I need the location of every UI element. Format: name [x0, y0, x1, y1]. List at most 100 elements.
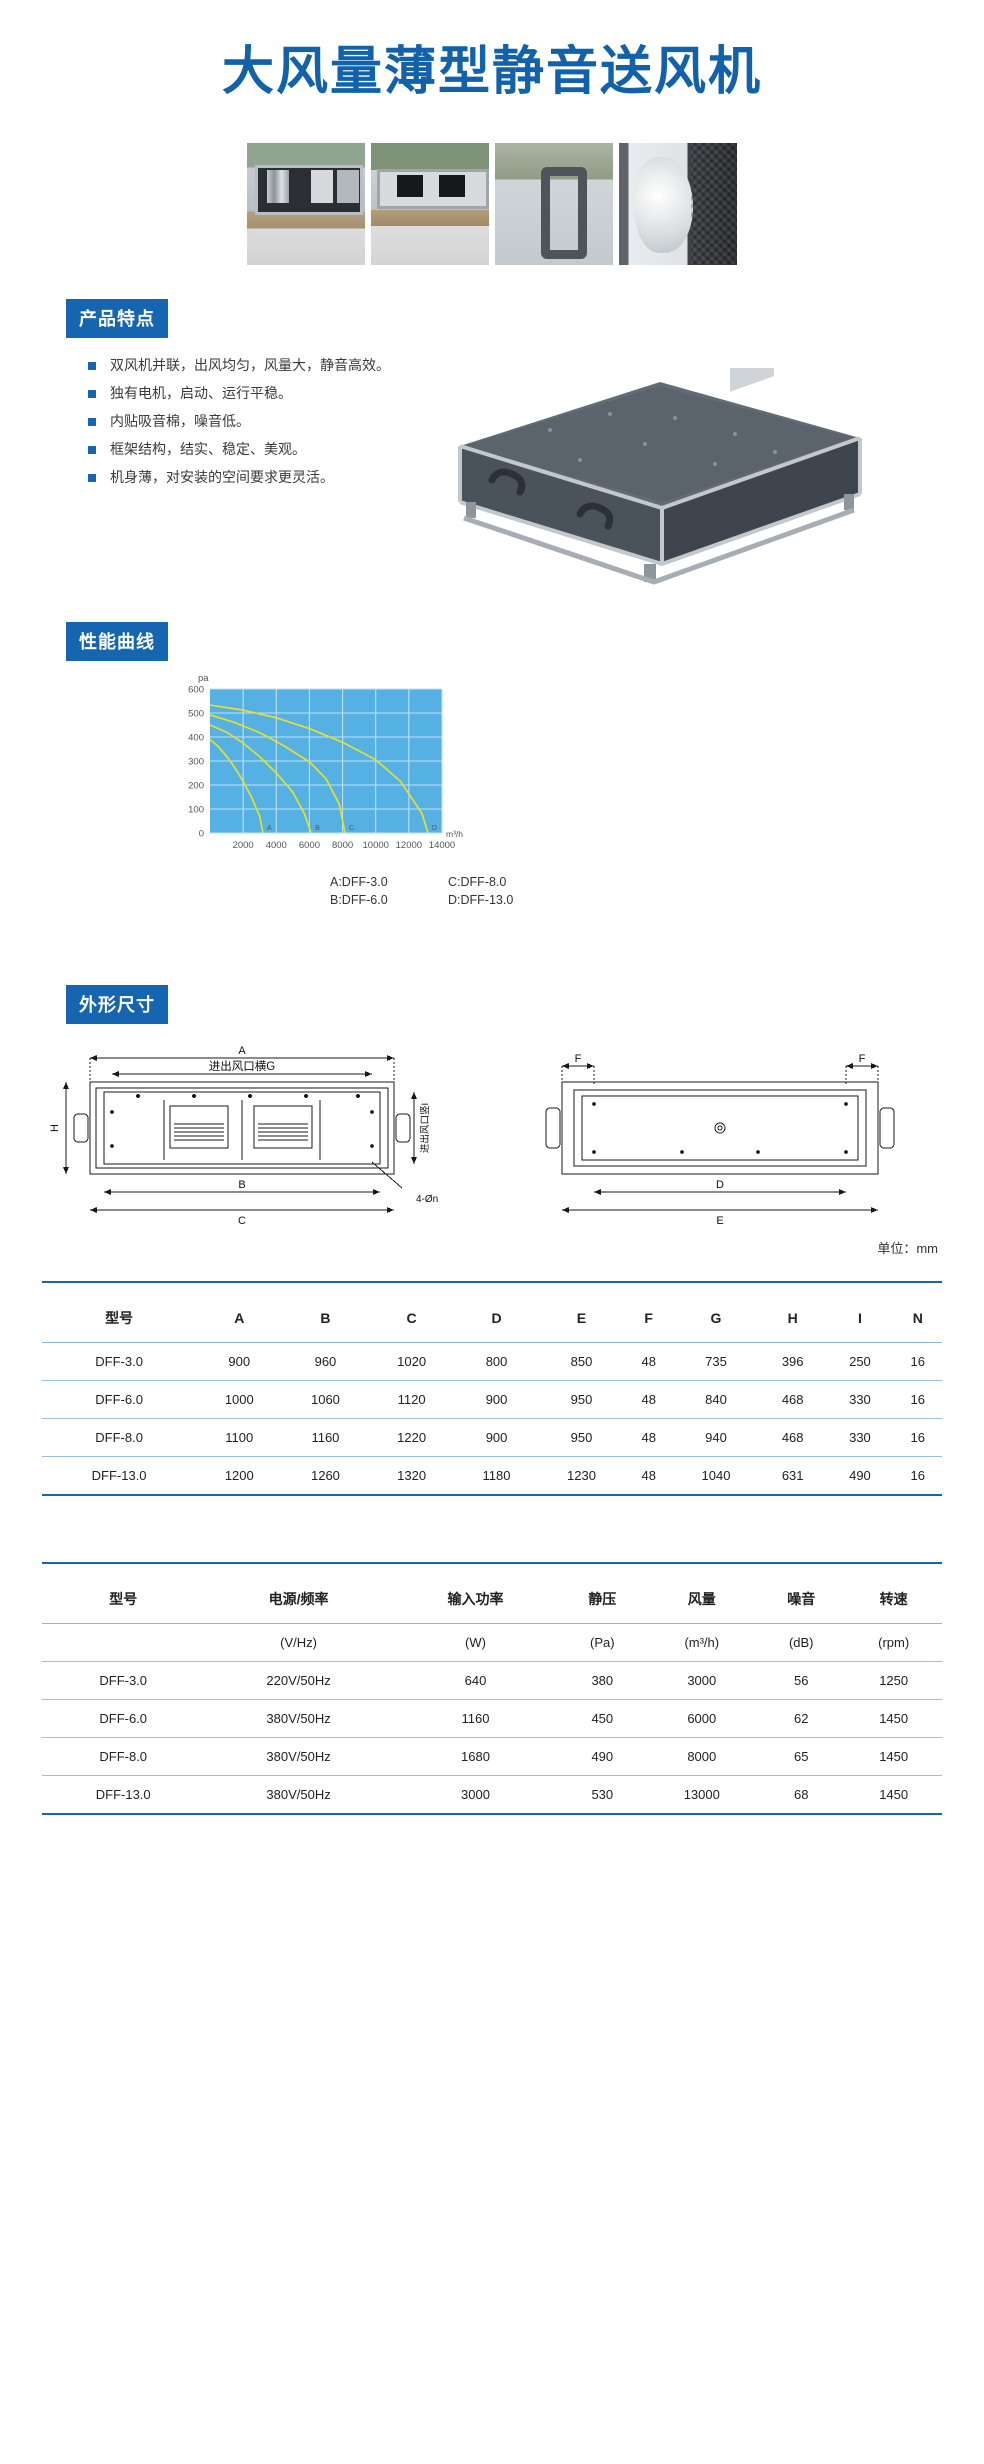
table-cell: 490 [558, 1737, 647, 1776]
table-cell: 960 [282, 1342, 369, 1381]
legend-entry-b: B:DFF-6.0 [330, 892, 388, 907]
dimension-table-header-7: G [672, 1296, 760, 1343]
table-cell: 950 [538, 1418, 625, 1457]
table-cell: 16 [910, 1467, 926, 1483]
table-cell: 16 [893, 1380, 942, 1419]
product-spec-page: 大风量薄型静音送风机 产品特点 双风机并联，出风均匀，风量大，静音高效。 独有电… [0, 43, 984, 1815]
table-cell: 1200 [224, 1467, 254, 1483]
table-cell: 48 [624, 1380, 673, 1419]
chart-legend: A:DFF-3.0 C:DFF-8.0 B:DFF-6.0 D:DFF-13.0 [330, 873, 513, 909]
table-cell: 1450 [845, 1699, 942, 1738]
table-cell: 450 [558, 1699, 647, 1738]
specification-table: 型号电源/频率输入功率静压风量噪音转速 (V/Hz)(W)(Pa)(m³/h)(… [42, 1577, 942, 1813]
table-cell: 380V/50Hz [266, 1786, 331, 1802]
photo-unit-side-open [371, 143, 489, 266]
list-item: 内贴吸音棉，噪音低。 [88, 412, 984, 431]
dimension-table-bottom-rule [42, 1493, 942, 1496]
table-cell: 8000 [646, 1737, 758, 1776]
table-cell: DFF-8.0 [42, 1418, 197, 1457]
chart-curve-c [209, 713, 346, 833]
table-spacer [0, 1496, 984, 1538]
square-bullet-icon [88, 390, 96, 399]
spec-table-head: 型号电源/频率输入功率静压风量噪音转速 [42, 1577, 942, 1624]
spec-table-header-5: 噪音 [757, 1577, 846, 1624]
dim-label-b: B [238, 1179, 245, 1191]
spec-table-bottom-rule [42, 1812, 942, 1815]
table-header-row: 型号电源/频率输入功率静压风量噪音转速 [42, 1577, 942, 1624]
table-cell: 735 [672, 1342, 760, 1381]
table-cell: DFF-13.0 [91, 1467, 147, 1483]
list-item: 框架结构，结实、稳定、美观。 [88, 440, 984, 459]
list-item: 独有电机，启动、运行平稳。 [88, 384, 984, 403]
square-bullet-icon [88, 417, 96, 426]
table-cell: 1060 [282, 1380, 369, 1419]
chart-curve-a [209, 738, 264, 833]
table-cell: 640 [392, 1661, 559, 1700]
dim-label-c: C [238, 1215, 246, 1227]
table-cell: 900 [454, 1380, 539, 1419]
spec-table-header-0: 型号 [42, 1577, 205, 1624]
dimensions-section: 外形尺寸 [0, 984, 984, 1257]
spec-table-header-2: 输入功率 [392, 1577, 559, 1624]
product-render-wrap [0, 367, 984, 588]
table-cell-unit: (m³/h) [646, 1623, 758, 1662]
spec-table-top-rule [42, 1561, 942, 1564]
dim-label-f-left: F [575, 1053, 582, 1065]
feature-text: 双风机并联，出风均匀，风量大，静音高效。 [110, 357, 390, 374]
table-cell: 840 [672, 1380, 760, 1419]
list-item: 机身薄，对安装的空间要求更灵活。 [88, 468, 984, 487]
dim-label-f-right: F [859, 1053, 866, 1065]
table-cell-unit: (W) [392, 1623, 559, 1662]
chart-xtick-label: 10000 [363, 840, 389, 851]
table-cell: 1000 [196, 1380, 283, 1419]
square-bullet-icon [88, 445, 96, 454]
table-cell: 62 [757, 1699, 846, 1738]
dimension-table-header-4: D [454, 1296, 539, 1343]
table-cell: 220V/50Hz [204, 1661, 393, 1700]
table-cell: 330 [826, 1418, 894, 1457]
table-cell: DFF-13.0 [95, 1786, 151, 1802]
table-cell: 1220 [368, 1418, 455, 1457]
table-cell-unit: (Pa) [558, 1623, 647, 1662]
chart-y-axis-label: pa [198, 673, 209, 684]
dim-label-h: H [49, 1124, 61, 1132]
list-item: 双风机并联，出风均匀，风量大，静音高效。 [88, 356, 984, 375]
feature-text: 机身薄，对安装的空间要求更灵活。 [110, 468, 334, 485]
table-cell: 1250 [845, 1661, 942, 1700]
table-cell: 380V/50Hz [204, 1737, 393, 1776]
features-list: 双风机并联，出风均匀，风量大，静音高效。 独有电机，启动、运行平稳。 内贴吸音棉… [0, 356, 984, 486]
dimension-table-header-10: N [893, 1296, 942, 1343]
photo-unit-front-open [247, 143, 365, 266]
product-3d-render [458, 367, 862, 585]
table-cell: 396 [759, 1342, 827, 1381]
chart-point-label-d: D [432, 825, 437, 832]
chart-point-label-b: B [315, 825, 320, 832]
dimensions-heading-wrap: 外形尺寸 [0, 984, 984, 1024]
performance-heading-wrap: 性能曲线 [0, 621, 984, 661]
dimension-table-header-8: H [759, 1296, 827, 1343]
spec-table-header-1: 电源/频率 [204, 1577, 393, 1624]
table-cell: 530 [591, 1786, 614, 1802]
chart-point-label-c: C [349, 825, 354, 832]
product-photo-strip [0, 131, 984, 299]
dim-label-g: 进出风口横G [209, 1059, 275, 1073]
table-cell: 6000 [646, 1699, 758, 1738]
photo-interior-acoustic-lining [619, 143, 737, 266]
performance-heading: 性能曲线 [66, 621, 168, 661]
table-cell: 380V/50Hz [204, 1699, 393, 1738]
dimension-drawing: A 进出风口横G B C F F D E 4-Øn H 进出风口竖I [49, 1045, 895, 1227]
table-cell: 1160 [282, 1418, 369, 1457]
chart-xtick-label: 8000 [332, 840, 353, 851]
dim-label-holes: 4-Øn [416, 1194, 438, 1205]
table-row-units: (V/Hz)(W)(Pa)(m³/h)(dB)(rpm) [42, 1623, 942, 1662]
table-cell: 1450 [879, 1786, 909, 1802]
dimension-table-header-5: E [538, 1296, 625, 1343]
table-cell-unit: (rpm) [845, 1623, 942, 1662]
dimension-table-header-1: A [196, 1296, 283, 1343]
